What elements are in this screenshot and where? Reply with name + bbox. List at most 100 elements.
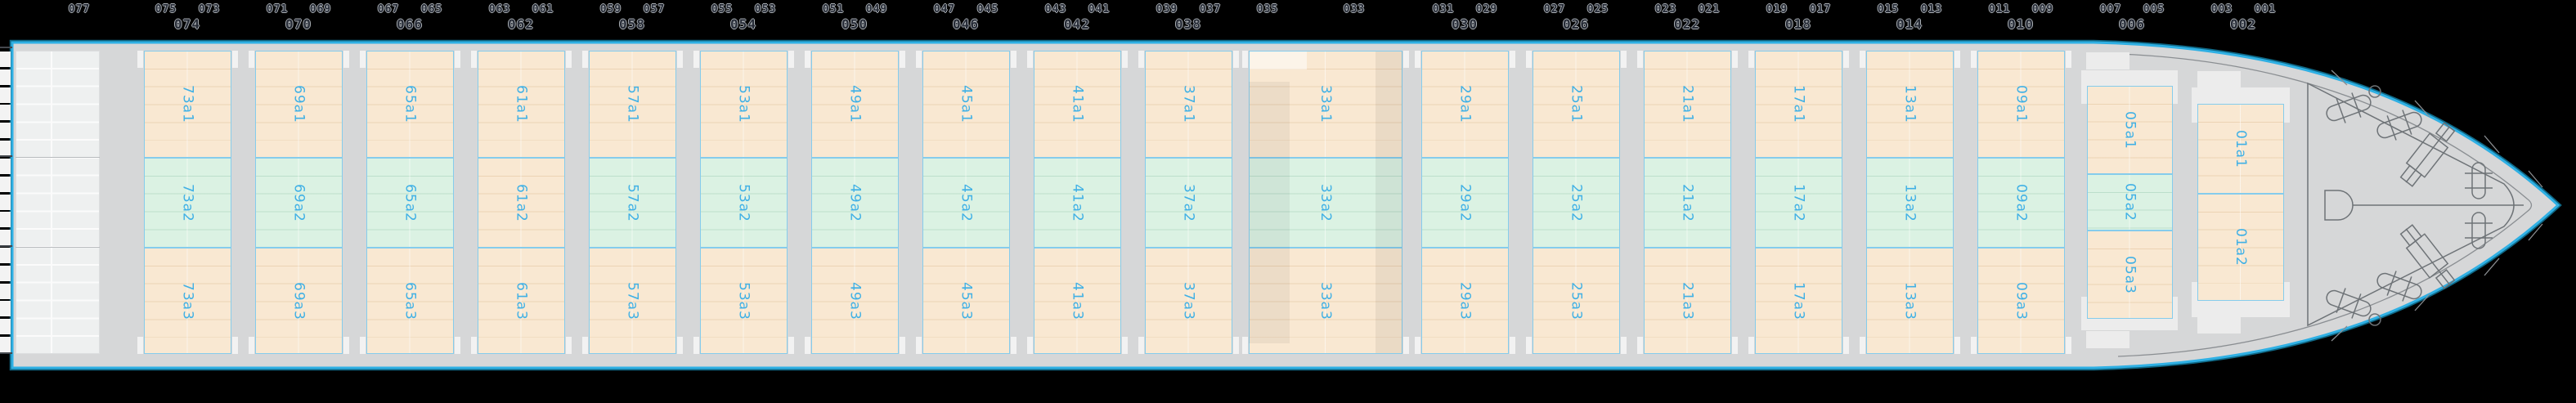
bay-cell[interactable]: 17a2 bbox=[1755, 158, 1842, 248]
bay-cell[interactable]: 65a2 bbox=[366, 158, 454, 248]
bay-cell[interactable]: 13a3 bbox=[1866, 248, 1954, 354]
bay-cell[interactable]: 17a1 bbox=[1755, 51, 1842, 158]
bay-cell-label: 17a1 bbox=[1790, 85, 1807, 123]
bay-cell[interactable]: 05a3 bbox=[2087, 231, 2173, 319]
stern-mooring-tab bbox=[0, 319, 11, 335]
bay-cell[interactable]: 17a3 bbox=[1755, 248, 1842, 354]
bay-cell[interactable]: 45a2 bbox=[922, 158, 1010, 248]
bay-cell[interactable]: 41a2 bbox=[1034, 158, 1121, 248]
bay-cell[interactable]: 65a1 bbox=[366, 51, 454, 158]
bay-number-even: 070 bbox=[285, 16, 312, 32]
bay-cell[interactable]: 45a3 bbox=[922, 248, 1010, 354]
bay-number-odd: 075 bbox=[155, 3, 177, 16]
bay-cell[interactable]: 33a3 bbox=[1249, 248, 1402, 354]
bay-number-odd: 005 bbox=[2143, 3, 2165, 16]
bay-cell[interactable]: 01a2 bbox=[2197, 194, 2284, 301]
bay-cell[interactable]: 09a1 bbox=[1977, 51, 2065, 158]
bay-cell[interactable]: 33a2 bbox=[1249, 158, 1402, 248]
bay-cell[interactable]: 09a3 bbox=[1977, 248, 2065, 354]
stern-mooring-tab bbox=[0, 301, 11, 317]
hatch-corner-tab bbox=[1732, 337, 1738, 354]
bay-cell[interactable]: 05a2 bbox=[2087, 174, 2173, 231]
hatch-corner-tab bbox=[582, 51, 588, 68]
bay-cell[interactable]: 41a3 bbox=[1034, 248, 1121, 354]
bay-cell[interactable]: 61a3 bbox=[478, 248, 565, 354]
bay-cell[interactable]: 21a1 bbox=[1644, 51, 1731, 158]
hatch-corner-tab bbox=[900, 337, 905, 354]
bay-cell[interactable]: 37a3 bbox=[1145, 248, 1232, 354]
bay-number-odd: 047 bbox=[933, 3, 956, 16]
bay-cell-label: 45a1 bbox=[958, 85, 975, 123]
bay-cell[interactable]: 53a2 bbox=[700, 158, 788, 248]
hatch-corner-tab bbox=[805, 337, 810, 354]
bay-cell[interactable]: 09a2 bbox=[1977, 158, 2065, 248]
stack-shade-overlay bbox=[1250, 51, 1307, 69]
bay-cell[interactable]: 41a1 bbox=[1034, 51, 1121, 158]
bay-cell[interactable]: 25a1 bbox=[1533, 51, 1620, 158]
stack-shade-overlay bbox=[1376, 51, 1402, 353]
bay-cell[interactable]: 61a1 bbox=[478, 51, 565, 158]
bay-cell[interactable]: 25a2 bbox=[1533, 158, 1620, 248]
hatch-corner-tab bbox=[1843, 51, 1849, 68]
bay-cell-label: 05a2 bbox=[2121, 183, 2138, 222]
bay-cell-label: 53a3 bbox=[735, 281, 752, 320]
bay-number-odd: 051 bbox=[822, 3, 845, 16]
bay-cell[interactable]: 73a1 bbox=[144, 51, 231, 158]
bay-cell-label: 21a3 bbox=[1679, 281, 1696, 320]
bay-number-odd: 057 bbox=[643, 3, 666, 16]
bay-number-odd: 077 bbox=[68, 3, 91, 16]
bay-cell[interactable]: 57a3 bbox=[589, 248, 676, 354]
bay-cell[interactable]: 01a1 bbox=[2197, 104, 2284, 194]
hatch-corner-tab bbox=[788, 337, 794, 354]
bay-cell-label: 33a2 bbox=[1317, 183, 1334, 222]
hatch-corner-tab bbox=[1403, 51, 1409, 68]
bay-cell[interactable]: 65a3 bbox=[366, 248, 454, 354]
hatch-corner-tab bbox=[360, 337, 366, 354]
bay-cell-label: 65a1 bbox=[402, 85, 419, 123]
bay-cell[interactable]: 13a1 bbox=[1866, 51, 1954, 158]
bay-cell[interactable]: 21a2 bbox=[1644, 158, 1731, 248]
bay-cell[interactable]: 53a3 bbox=[700, 248, 788, 354]
bay-cell[interactable]: 29a3 bbox=[1421, 248, 1509, 354]
bay-cell-label: 37a3 bbox=[1180, 281, 1197, 320]
bay-cell[interactable]: 21a3 bbox=[1644, 248, 1731, 354]
bay-cell[interactable]: 69a3 bbox=[255, 248, 343, 354]
bay-cell[interactable]: 29a1 bbox=[1421, 51, 1509, 158]
bay-cell[interactable]: 25a3 bbox=[1533, 248, 1620, 354]
hatch-corner-tab bbox=[1138, 337, 1144, 354]
bay-cell[interactable]: 53a1 bbox=[700, 51, 788, 158]
hatch-corner-tab bbox=[1954, 51, 1960, 68]
bay-cell[interactable]: 61a2 bbox=[478, 158, 565, 248]
bay-cell[interactable]: 73a3 bbox=[144, 248, 231, 354]
bay-cell-label: 45a3 bbox=[958, 281, 975, 320]
bay-cell-label: 37a1 bbox=[1180, 85, 1197, 123]
bay-cell[interactable]: 49a3 bbox=[811, 248, 899, 354]
bay-cell[interactable]: 49a1 bbox=[811, 51, 899, 158]
stern-band-line bbox=[16, 247, 100, 248]
bay-number-even: 002 bbox=[2230, 16, 2256, 32]
bay-number-odd: 073 bbox=[198, 3, 221, 16]
bay-cell[interactable]: 57a1 bbox=[589, 51, 676, 158]
bay-cell-label: 53a1 bbox=[735, 85, 752, 123]
hatch-corner-tab bbox=[1233, 337, 1239, 354]
bay-cell[interactable]: 73a2 bbox=[144, 158, 231, 248]
bay-cell[interactable]: 13a2 bbox=[1866, 158, 1954, 248]
bay-cell[interactable]: 37a1 bbox=[1145, 51, 1232, 158]
bay-cell[interactable]: 49a2 bbox=[811, 158, 899, 248]
bay-number-even: 014 bbox=[1896, 16, 1923, 32]
hatch-corner-tab bbox=[693, 337, 699, 354]
bay-cell[interactable]: 69a2 bbox=[255, 158, 343, 248]
bay-cell[interactable]: 29a2 bbox=[1421, 158, 1509, 248]
bay-cell[interactable]: 69a1 bbox=[255, 51, 343, 158]
hatch-corner-tab bbox=[1415, 51, 1420, 68]
bay-number-odd: 027 bbox=[1543, 3, 1566, 16]
bay-cell[interactable]: 37a2 bbox=[1145, 158, 1232, 248]
bay-cell-label: 57a2 bbox=[624, 183, 641, 222]
bay-cell[interactable]: 57a2 bbox=[589, 158, 676, 248]
bay-cell[interactable]: 05a1 bbox=[2087, 86, 2173, 174]
bay-number-even: 066 bbox=[397, 16, 423, 32]
stern-mooring-tab bbox=[0, 105, 11, 121]
bay-cell[interactable]: 45a1 bbox=[922, 51, 1010, 158]
hatch-corner-tab bbox=[1621, 51, 1627, 68]
bay-number-even: 050 bbox=[841, 16, 868, 32]
